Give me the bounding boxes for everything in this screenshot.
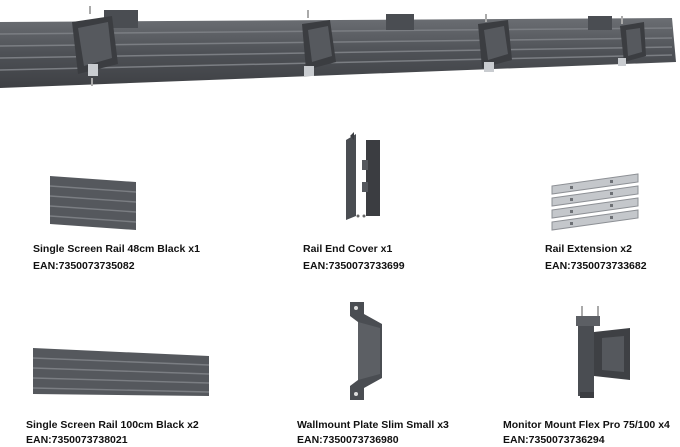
rail-100cm-image [33, 348, 210, 396]
product-ean-5: EAN:7350073736980 [297, 434, 399, 446]
product-name-1: Single Screen Rail 48cm Black x1 [33, 243, 200, 255]
monitor-mount-flex-image [576, 306, 630, 398]
product-ean-4: EAN:7350073738021 [26, 434, 128, 446]
product-name-6: Monitor Mount Flex Pro 75/100 x4 [503, 419, 670, 431]
product-name-3: Rail Extension x2 [545, 243, 632, 255]
product-name-5: Wallmount Plate Slim Small x3 [297, 419, 449, 431]
product-name-4: Single Screen Rail 100cm Black x2 [26, 419, 199, 431]
monitor-mount-4 [618, 16, 646, 66]
rail-48cm-image [50, 176, 137, 230]
rail-extension-image [551, 173, 639, 231]
product-ean-3: EAN:7350073733682 [545, 260, 647, 272]
product-ean-2: EAN:7350073733699 [303, 260, 405, 272]
monitor-mount-1 [72, 6, 138, 86]
monitor-mount-2 [302, 10, 414, 76]
product-name-2: Rail End Cover x1 [303, 243, 393, 255]
assembled-rail-image [0, 6, 676, 88]
rail-end-cover-image [346, 132, 380, 220]
product-ean-1: EAN:7350073735082 [33, 260, 135, 272]
wallmount-plate-image [350, 302, 382, 400]
monitor-mount-3 [478, 14, 612, 72]
product-ean-6: EAN:7350073736294 [503, 434, 605, 446]
